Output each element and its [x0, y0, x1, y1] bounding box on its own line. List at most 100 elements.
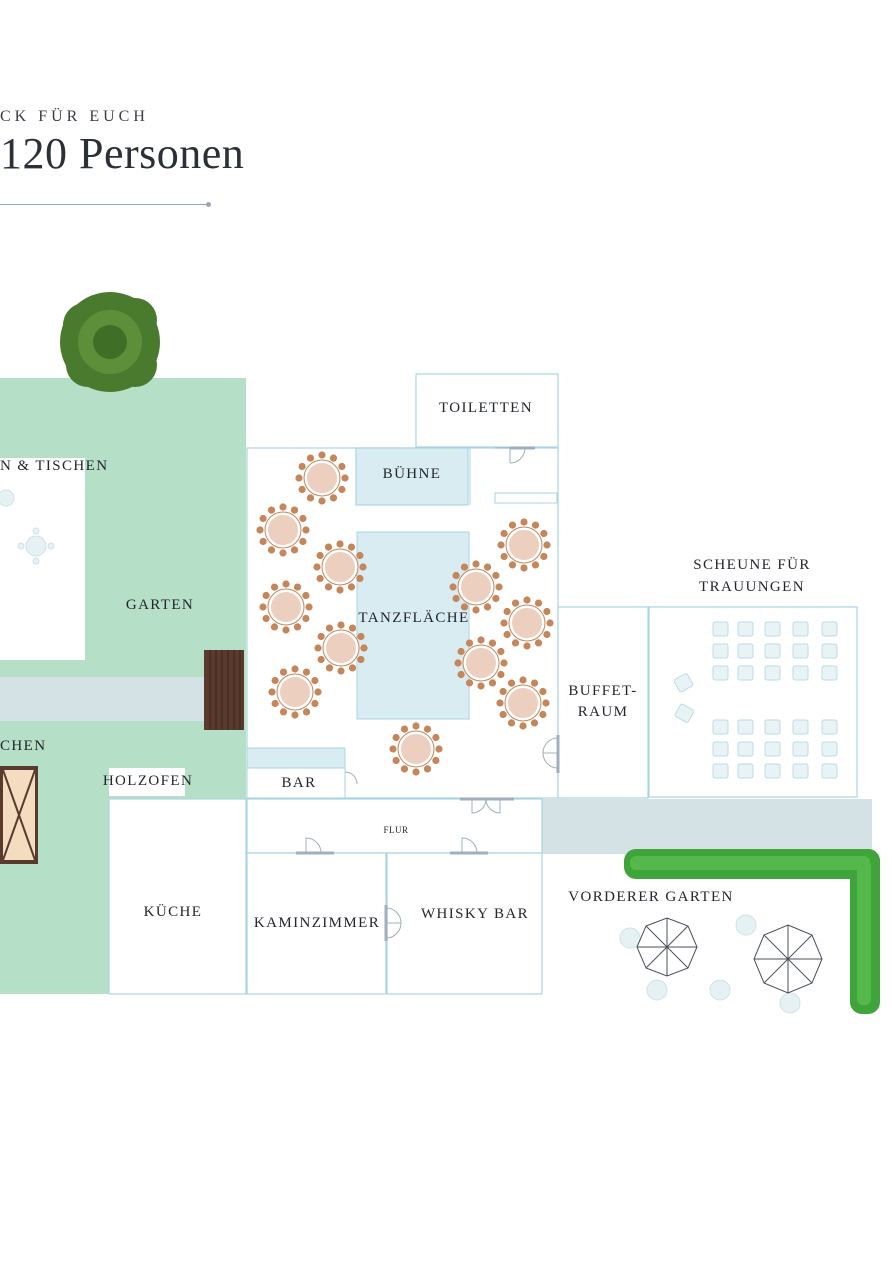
chair-icon: [282, 626, 290, 634]
chair-icon: [290, 506, 299, 514]
chair-icon: [290, 546, 299, 554]
chair-icon: [359, 563, 367, 571]
chair-icon: [542, 699, 550, 707]
chair-icon: [500, 619, 508, 627]
title-rule-dot: [206, 202, 211, 207]
garden-path: [0, 677, 205, 721]
chair-icon: [267, 546, 276, 554]
label-barn-line1: SCHEUNE FÜR: [693, 557, 811, 573]
chair-icon: [400, 725, 409, 733]
chair-icon: [523, 596, 531, 604]
label-tables: N & TISCHEN: [0, 458, 109, 474]
label-corridor: FLUR: [383, 825, 409, 835]
chair-icon: [495, 583, 503, 591]
chair-icon: [341, 474, 349, 482]
chair-icon: [337, 667, 345, 675]
chair-icon: [313, 563, 321, 571]
round-table-icon: [256, 503, 310, 557]
round-table-icon: [496, 676, 550, 730]
hedge-icon: [624, 849, 880, 1014]
chair-icon: [356, 551, 364, 560]
chair-icon: [539, 687, 547, 696]
chair-icon: [324, 583, 333, 591]
oven-label-box: [109, 768, 185, 796]
corridor: [246, 798, 543, 854]
chair-icon: [488, 639, 497, 647]
round-table-icon: [497, 518, 551, 572]
chair-icon: [279, 503, 287, 511]
chair-icon: [520, 564, 528, 572]
chair-icon: [543, 630, 551, 639]
chair-icon: [347, 583, 356, 591]
chair-icon: [423, 725, 432, 733]
chair-icon: [530, 679, 539, 687]
chair-icon: [507, 719, 516, 727]
chair-icon: [465, 639, 474, 647]
chair-icon: [500, 659, 508, 667]
buffet-room: [557, 606, 649, 799]
chair-icon: [454, 659, 462, 667]
chair-icon: [293, 583, 302, 591]
oven-icon: [0, 766, 38, 864]
chair-icon: [338, 462, 346, 471]
chair-icon: [298, 462, 306, 471]
chair-icon: [270, 583, 279, 591]
chair-icon: [279, 549, 287, 557]
chair-icon: [306, 494, 315, 502]
chair-icon: [256, 526, 264, 534]
label-stage: BÜHNE: [382, 466, 442, 482]
chair-icon: [503, 607, 511, 616]
chair-icon: [329, 454, 338, 462]
chair-icon: [534, 599, 543, 607]
chair-icon: [543, 607, 551, 616]
chair-icon: [291, 711, 299, 719]
toilets-room: [415, 373, 559, 448]
chair-icon: [299, 537, 307, 546]
chair-icon: [262, 614, 270, 623]
chair-icon: [457, 670, 465, 679]
chair-icon: [432, 733, 440, 742]
chair-icon: [472, 560, 480, 568]
chair-icon: [497, 647, 505, 656]
label-dance-floor: TANZFLÄCHE: [358, 610, 470, 626]
round-table-icon: [313, 540, 367, 594]
label-fireplace-room: KAMINZIMMER: [253, 915, 381, 931]
chair-icon: [336, 586, 344, 594]
chair-icon: [392, 756, 400, 765]
label-buffet-line1: BUFFET-: [568, 683, 638, 699]
chair-icon: [543, 541, 551, 549]
label-pavilion: CHEN: [0, 738, 47, 754]
chair-icon: [500, 552, 508, 561]
chair-icon: [302, 668, 311, 676]
chair-icon: [324, 543, 333, 551]
chair-icon: [531, 521, 540, 529]
round-table-icon: [295, 451, 349, 505]
bar-counter: [246, 747, 346, 769]
label-kitchen: KÜCHE: [143, 904, 203, 920]
chair-icon: [298, 485, 306, 494]
chair-icon: [497, 670, 505, 679]
chair-icon: [483, 563, 492, 571]
chair-icon: [423, 765, 432, 773]
chair-icon: [511, 639, 520, 647]
small-table-icon: [0, 489, 55, 565]
round-table-icon: [500, 596, 554, 650]
chair-icon: [519, 722, 527, 730]
round-tables: [256, 451, 554, 776]
chair-icon: [302, 614, 310, 623]
chair-icon: [488, 679, 497, 687]
chair-icon: [306, 454, 315, 462]
chair-icon: [316, 551, 324, 560]
chair-icon: [483, 603, 492, 611]
chair-icon: [268, 688, 276, 696]
chair-icon: [540, 529, 548, 538]
chair-icon: [311, 699, 319, 708]
chair-icon: [316, 574, 324, 583]
chair-icon: [337, 621, 345, 629]
round-table-icon: [314, 621, 368, 675]
chair-icon: [279, 668, 288, 676]
chair-icon: [492, 594, 500, 603]
chair-icon: [465, 679, 474, 687]
chair-icon: [534, 639, 543, 647]
